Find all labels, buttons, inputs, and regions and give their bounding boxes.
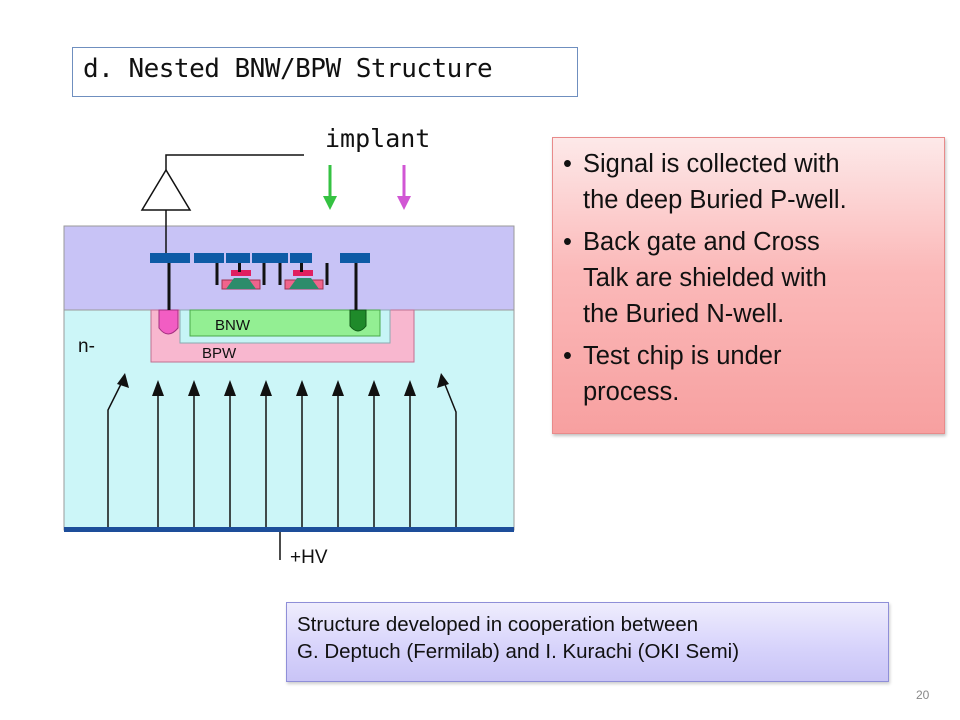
credit-line-2: G. Deptuch (Fermilab) and I. Kurachi (OK…	[297, 640, 740, 663]
metal-layer	[150, 253, 370, 263]
slide-title-box: d. Nested BNW/BPW Structure	[72, 47, 578, 97]
bnw-region	[189, 309, 381, 337]
slide-title: d. Nested BNW/BPW Structure	[83, 54, 493, 84]
amp-output-wire	[165, 154, 304, 170]
p-plus-contact	[158, 309, 179, 335]
bullet-dot: •	[563, 342, 572, 370]
implant-label: implant	[325, 124, 431, 153]
oxide-layer	[63, 225, 515, 311]
bullet-item: • Back gate and Cross Talk are shielded …	[563, 224, 934, 332]
field-arrowheads	[117, 373, 449, 396]
via-contacts	[167, 263, 358, 310]
field-lines	[107, 381, 457, 527]
substrate-label: n-	[78, 336, 95, 357]
credit-line-1: Structure developed in cooperation betwe…	[297, 613, 699, 636]
page-number: 20	[916, 688, 930, 702]
credit-note-box: Structure developed in cooperation betwe…	[286, 602, 889, 682]
backplane-electrode	[64, 527, 514, 532]
bullet-item: • Signal is collected with the deep Buri…	[563, 146, 934, 218]
transistor-right	[284, 256, 324, 290]
bullet-item: • Test chip is under process.	[563, 338, 934, 410]
amplifier-symbol	[140, 168, 192, 211]
key-points-box: • Signal is collected with the deep Buri…	[552, 137, 945, 434]
n-plus-contact	[349, 309, 367, 332]
bpw-label: BPW	[202, 345, 237, 362]
transistor-left	[221, 256, 261, 290]
key-points-list: • Signal is collected with the deep Buri…	[553, 138, 944, 410]
hv-label: +HV	[290, 547, 328, 568]
bullet-dot: •	[563, 228, 572, 256]
bnw-label: BNW	[215, 317, 251, 334]
bullet-dot: •	[563, 150, 572, 178]
